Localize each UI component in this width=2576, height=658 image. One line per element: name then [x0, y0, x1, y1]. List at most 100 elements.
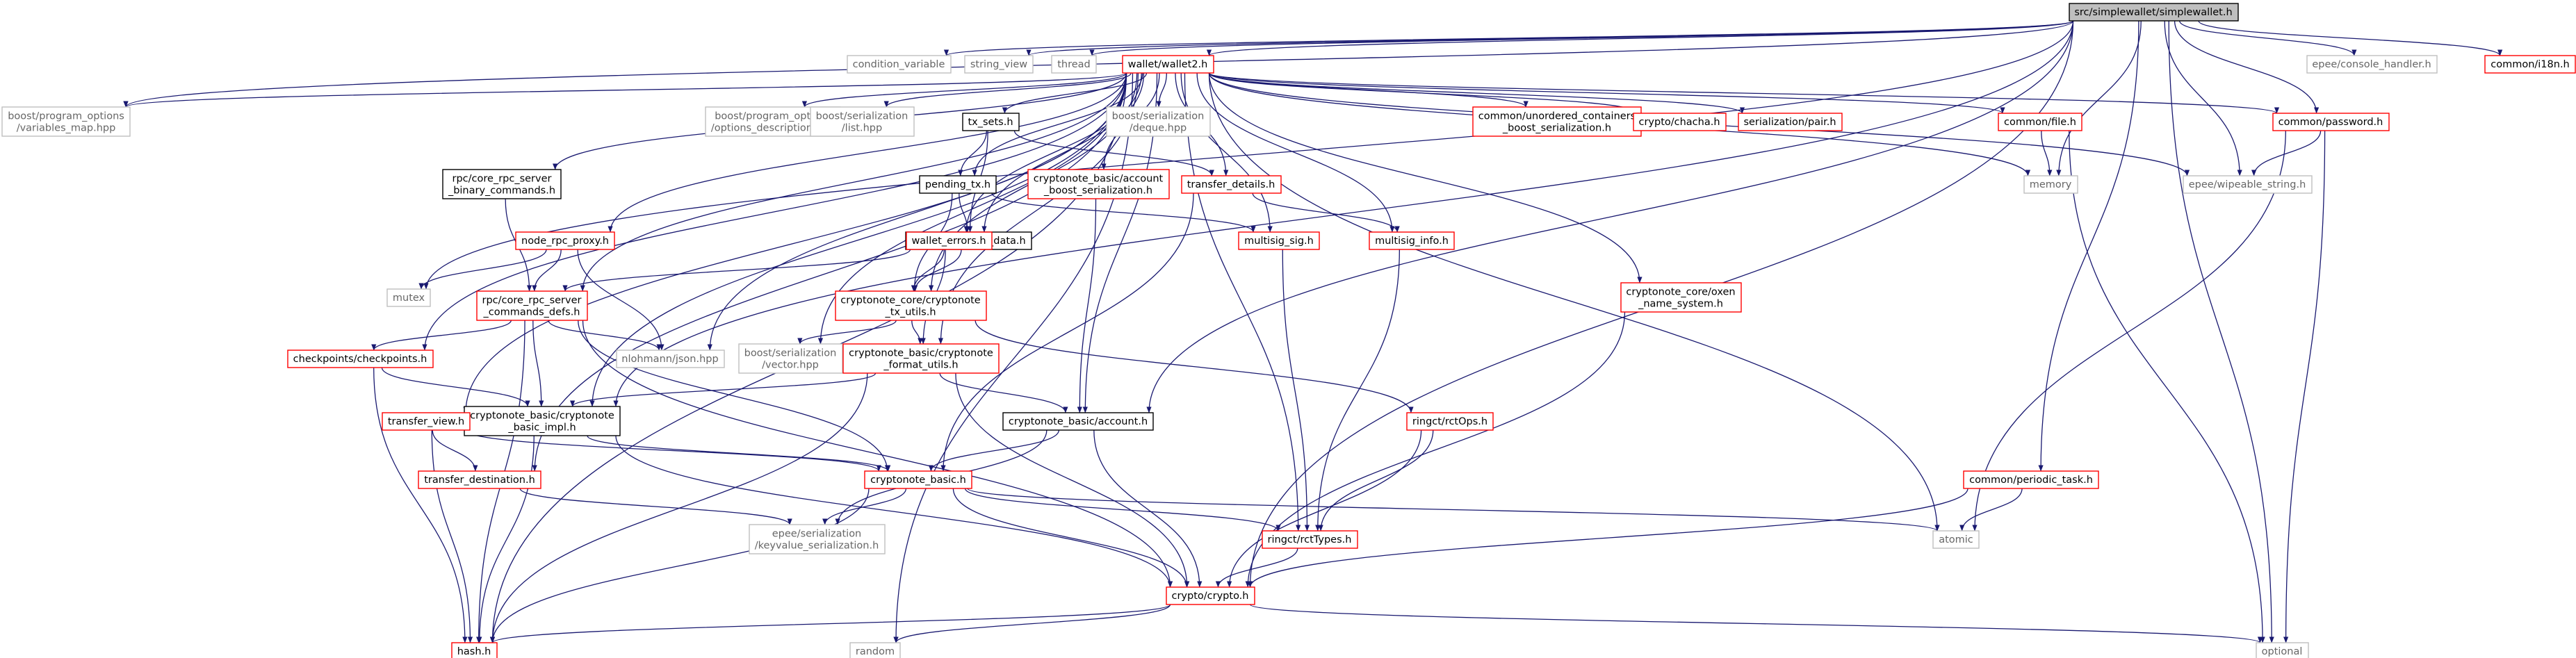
- edge-root-to-string-view: [1026, 20, 2074, 56]
- edge-pending-tx-to-multisig-sig: [991, 192, 1256, 233]
- node-crypto[interactable]: crypto/crypto.h: [1166, 586, 1255, 605]
- node-mutex[interactable]: mutex: [386, 288, 431, 307]
- node-atomic[interactable]: atomic: [1932, 530, 1980, 549]
- node-chacha[interactable]: crypto/chacha.h: [1633, 113, 1727, 131]
- node-thread[interactable]: thread: [1051, 55, 1097, 74]
- node-label: _basic_impl.h: [507, 422, 576, 434]
- node-memory[interactable]: memory: [2023, 175, 2078, 194]
- node-box: [1932, 530, 1980, 549]
- node-checkpoints[interactable]: checkpoints/checkpoints.h: [287, 349, 434, 368]
- edge-common-password-to-wipeable: [2251, 130, 2322, 176]
- node-hash[interactable]: hash.h: [451, 642, 498, 658]
- node-transfer-view[interactable]: transfer_view.h: [382, 412, 471, 431]
- node-box: [476, 290, 588, 321]
- node-ser-pair[interactable]: serialization/pair.h: [1738, 113, 1843, 131]
- node-rctops[interactable]: ringct/rctOps.h: [1406, 412, 1494, 431]
- edge-rpc-defs-to-basic-impl: [532, 320, 544, 407]
- node-label: _boost_serialization.h: [1502, 123, 1611, 134]
- node-label: common/periodic_task.h: [1969, 475, 2093, 486]
- node-oxen-ns[interactable]: cryptonote_core/oxen_name_system.h: [1620, 282, 1742, 313]
- node-box: [1166, 586, 1255, 605]
- node-label: common/password.h: [2279, 117, 2383, 128]
- edge-transfer-view-to-cn-basic: [465, 429, 881, 472]
- node-label: rpc/core_rpc_server: [453, 174, 552, 185]
- node-node-rpc-proxy[interactable]: node_rpc_proxy.h: [515, 231, 615, 250]
- edge-wallet-errors-to-cn-tx-utils: [911, 249, 945, 292]
- node-box: [515, 231, 615, 250]
- edge-checkpoints-to-hash: [373, 367, 468, 643]
- node-layer: src/simplewallet/simplewallet.h condition…: [1, 3, 2576, 658]
- node-rcttypes[interactable]: ringct/rctTypes.h: [1262, 530, 1358, 549]
- node-wipeable[interactable]: epee/wipeable_string.h: [2183, 175, 2313, 194]
- node-label: node_rpc_proxy.h: [521, 236, 609, 247]
- node-periodic-task[interactable]: common/periodic_task.h: [1963, 470, 2099, 489]
- node-box: [1122, 55, 1214, 74]
- node-label: cryptonote_basic.h: [870, 475, 966, 486]
- edge-node-rpc-proxy-to-rpc-defs: [532, 249, 562, 292]
- node-box: [835, 290, 987, 321]
- node-console-handler[interactable]: epee/console_handler.h: [2306, 55, 2438, 74]
- node-box: [2183, 175, 2313, 194]
- edge-cn-basic-to-atomic: [967, 488, 1940, 532]
- node-wallet-errors[interactable]: wallet_errors.h: [906, 231, 993, 250]
- edge-cn-tx-utils-to-ser-vector: [797, 320, 897, 345]
- node-unordered-ser[interactable]: common/unordered_containers_boost_serial…: [1472, 106, 1642, 137]
- node-rpc-defs[interactable]: rpc/core_rpc_server_commands_defs.h: [476, 290, 588, 321]
- edge-wallet2-to-multisig-info: [1196, 72, 1395, 233]
- edge-root-to-periodic-task: [2038, 20, 2139, 472]
- node-ser-vector[interactable]: boost/serialization/vector.hpp: [738, 343, 843, 374]
- node-label: atomic: [1939, 534, 1973, 545]
- node-label: tx_sets.h: [968, 117, 1013, 128]
- edge-format-utils-to-cn-account: [939, 372, 1068, 413]
- node-box: [287, 349, 434, 368]
- node-label: boost/serialization: [744, 348, 837, 359]
- node-po-optdesc[interactable]: boost/program_options/options_descriptio…: [705, 106, 841, 137]
- edge-wallet2-to-basic-impl: [589, 72, 1127, 407]
- node-common-password[interactable]: common/password.h: [2272, 113, 2390, 131]
- node-label: optional: [2262, 646, 2303, 657]
- edge-wallet2-to-pending-tx: [972, 72, 1143, 176]
- edge-rctops-to-crypto: [1227, 429, 1422, 588]
- node-transfer-details[interactable]: transfer_details.h: [1181, 175, 1282, 194]
- node-nlohmann[interactable]: nlohmann/json.hpp: [616, 349, 725, 368]
- node-keyvalue-ser[interactable]: epee/serialization/keyvalue_serializatio…: [749, 524, 886, 554]
- node-box: [1963, 470, 2099, 489]
- node-box: [616, 349, 725, 368]
- node-ser-list[interactable]: boost/serialization/list.hpp: [810, 106, 915, 137]
- node-random[interactable]: random: [849, 642, 901, 658]
- node-label: cryptonote_core/cryptonote: [840, 295, 981, 306]
- node-box: [442, 169, 562, 199]
- edge-checkpoints-to-basic-impl: [381, 367, 530, 407]
- node-optional[interactable]: optional: [2256, 642, 2309, 658]
- node-label: _tx_utils.h: [884, 307, 936, 318]
- node-multisig-info[interactable]: multisig_info.h: [1369, 231, 1455, 250]
- node-format-utils[interactable]: cryptonote_basic/cryptonote_format_utils…: [842, 343, 1000, 374]
- node-basic-impl[interactable]: cryptonote_basic/cryptonote_basic_impl.h: [464, 406, 621, 436]
- edge-wallet2-to-common-file: [1208, 72, 2005, 114]
- node-root[interactable]: src/simplewallet/simplewallet.h: [2069, 3, 2239, 22]
- node-rpc-binary[interactable]: rpc/core_rpc_server_binary_commands.h: [442, 169, 562, 199]
- edge-cn-account-to-cn-basic: [928, 429, 1060, 472]
- node-string-view[interactable]: string_view: [964, 55, 1034, 74]
- node-condvar[interactable]: condition_variable: [847, 55, 952, 74]
- edge-account-boost-to-cn-account: [1077, 198, 1097, 413]
- node-tx-sets[interactable]: tx_sets.h: [962, 113, 1020, 131]
- edge-root-to-po-varmap: [123, 20, 2074, 108]
- node-multisig-sig[interactable]: multisig_sig.h: [1238, 231, 1320, 250]
- node-cn-account[interactable]: cryptonote_basic/account.h: [1002, 412, 1154, 431]
- node-pending-tx[interactable]: pending_tx.h: [919, 175, 997, 194]
- node-i18n[interactable]: common/i18n.h: [2484, 55, 2576, 74]
- node-cn-tx-utils[interactable]: cryptonote_core/cryptonote_tx_utils.h: [835, 290, 987, 321]
- edge-format-utils-to-crypto: [955, 372, 1190, 588]
- node-po-varmap[interactable]: boost/program_options/variables_map.hpp: [1, 106, 131, 137]
- node-common-file[interactable]: common/file.h: [1998, 113, 2082, 131]
- node-ser-deque[interactable]: boost/serialization/deque.hpp: [1106, 106, 1211, 137]
- node-cn-basic[interactable]: cryptonote_basic.h: [864, 470, 972, 489]
- node-label: _binary_commands.h: [448, 186, 555, 197]
- node-box: [1369, 231, 1455, 250]
- node-transfer-destination[interactable]: transfer_destination.h: [418, 470, 541, 489]
- node-label: wallet/wallet2.h: [1128, 59, 1208, 70]
- node-label: cryptonote_basic/account: [1034, 174, 1164, 185]
- node-wallet2[interactable]: wallet/wallet2.h: [1122, 55, 1214, 74]
- node-account-boost[interactable]: cryptonote_basic/account_boost_serializa…: [1027, 169, 1170, 199]
